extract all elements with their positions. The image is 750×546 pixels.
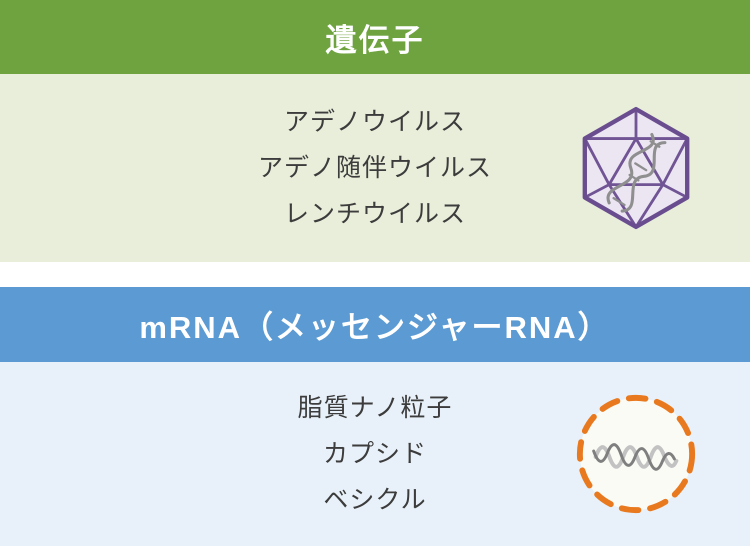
section-mrna: mRNA（メッセンジャーRNA） 脂質ナノ粒子 カプシド ベシクル	[0, 287, 750, 546]
gene-section-body: アデノウイルス アデノ随伴ウイルス レンチウイルス	[0, 74, 750, 262]
gene-vector-item: アデノウイルス	[283, 108, 466, 136]
mrna-carrier-item: カプシド	[322, 440, 427, 468]
mrna-section-body: 脂質ナノ粒子 カプシド ベシクル	[0, 362, 750, 546]
section-divider	[0, 262, 750, 287]
mrna-carrier-item: 脂質ナノ粒子	[297, 394, 453, 422]
mrna-header-bar: mRNA（メッセンジャーRNA）	[0, 287, 750, 362]
mrna-particle-icon	[572, 390, 700, 518]
mrna-carrier-list: 脂質ナノ粒子 カプシド ベシクル	[0, 385, 750, 523]
gene-vector-list: アデノウイルス アデノ随伴ウイルス レンチウイルス	[0, 99, 750, 237]
gene-vector-item: レンチウイルス	[283, 200, 466, 228]
gene-header-bar: 遺伝子	[0, 0, 750, 74]
gene-vector-item: アデノ随伴ウイルス	[257, 154, 492, 182]
gene-section-title: 遺伝子	[325, 22, 425, 58]
virus-capsid-icon	[572, 104, 700, 232]
mrna-carrier-item: ベシクル	[323, 486, 427, 514]
section-gene: 遺伝子 アデノウイルス アデノ随伴ウイルス レンチウイルス	[0, 0, 750, 262]
mrna-section-title: mRNA（メッセンジャーRNA）	[139, 310, 611, 345]
